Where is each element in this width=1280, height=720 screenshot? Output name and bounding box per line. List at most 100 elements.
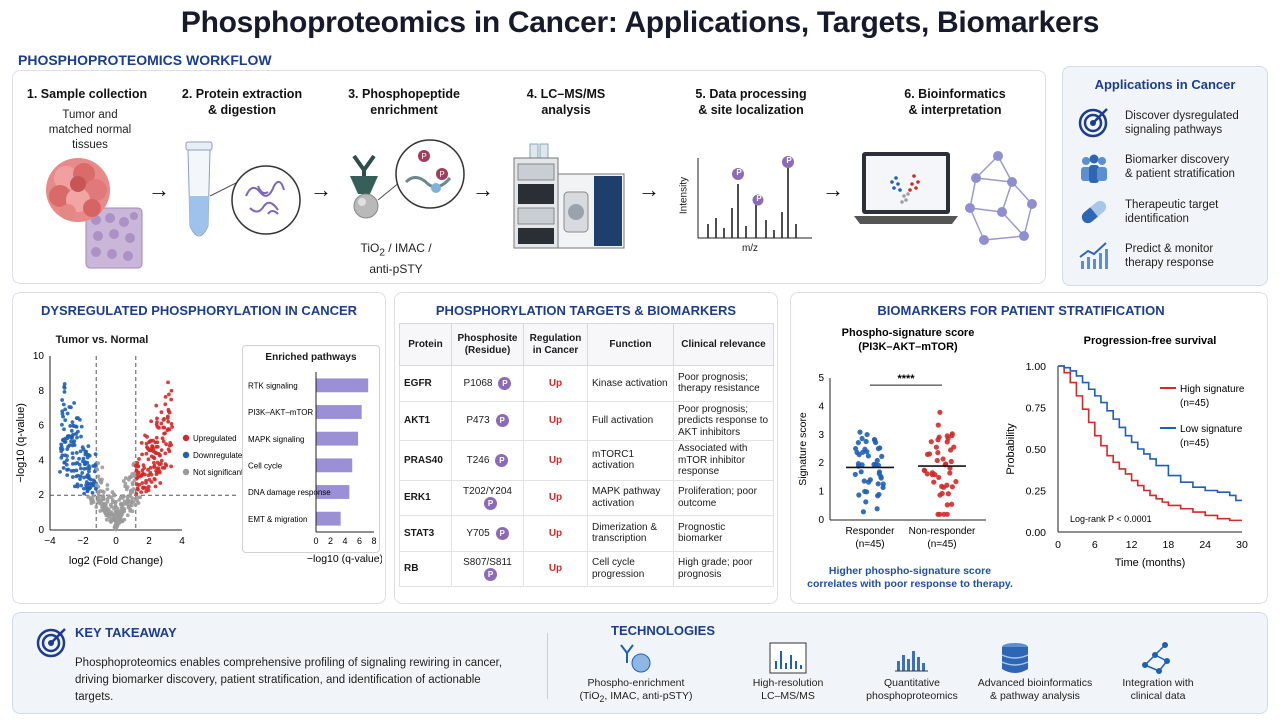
volcano-point [109,495,114,500]
volcano-point [72,443,77,447]
x-tick-label: 0 [113,536,119,547]
logrank-annotation: Log-rank P < 0.0001 [1070,514,1152,524]
volcano-point [115,510,120,514]
score-point [853,445,859,452]
pathway-bar [316,458,353,473]
volcano-point [96,492,101,497]
volcano-point [121,494,126,499]
volcano-point [60,422,64,427]
volcano-point [148,439,152,444]
cell-function: Kinase activation [587,365,674,402]
volcano-point [126,498,131,503]
volcano-point [63,407,68,412]
volcano-point [154,451,159,456]
volcano-point [77,417,82,422]
cell-site: S807/S811P [451,550,524,587]
volcano-point [61,402,66,407]
score-point [943,461,949,467]
y-tick-label: 1.00 [1026,361,1047,373]
volcano-point [69,405,73,410]
volcano-point [74,468,79,473]
signature-score-plot: Phospho-signature score(PI3K–AKT–mTOR)01… [797,327,986,550]
score-point [934,457,940,464]
volcano-point [139,473,143,478]
volcano-point [142,485,147,490]
pathway-label: RTK signaling [248,382,298,391]
volcano-point [131,487,136,491]
volcano-point [119,501,124,506]
volcano-point [61,466,66,470]
volcano-point [89,501,94,506]
cell-function: Dimerization & transcription [587,515,674,552]
volcano-point [104,511,109,516]
y-tick-label: 0 [818,515,824,526]
y-tick-label: 3 [818,430,824,441]
volcano-point [98,489,103,493]
score-point [940,456,946,462]
score-point [852,471,858,478]
header-regulation: Regulation in Cancer [523,323,588,366]
volcano-point [94,505,99,509]
score-point [937,511,943,517]
pathway-bar [316,378,369,393]
x-tick-label: 0 [1055,539,1061,551]
p-badge-icon: P [484,497,497,510]
volcano-point [126,477,131,482]
header-phosphosite: Phosphosite (Residue) [451,323,524,366]
volcano-point [140,481,145,485]
score-point [875,481,881,487]
volcano-point [155,460,160,465]
score-point [863,499,869,505]
volcano-point [81,486,86,491]
arrow-3: → [472,177,494,202]
score-point [874,457,880,463]
pathway-bar [316,405,362,419]
volcano-point [70,475,75,479]
volcano-point [93,486,98,491]
volcano-point [158,481,163,485]
volcano-point [163,394,168,399]
volcano-point [65,473,70,478]
volcano-point [123,476,128,480]
cell-function: mTORC1 activation [587,440,674,481]
volcano-point [159,421,164,426]
cell-function: Full activation [587,400,674,441]
antibody-bead-icon: P P [350,139,465,219]
volcano-point [153,484,158,489]
pathway-bar [316,511,341,526]
score-point [855,461,862,467]
x-tick-label: 30 [1236,539,1248,551]
volcano-point [169,388,174,393]
score-point [941,484,947,490]
score-point [944,502,950,508]
volcano-point [167,449,172,454]
volcano-point [74,416,79,421]
volcano-point [105,499,110,504]
y-tick-label: 0.75 [1026,403,1047,415]
score-point [944,511,950,517]
volcano-point [134,491,139,496]
y-tick-label: 4 [38,455,44,466]
volcano-point [124,502,129,506]
legend-n-label: (n=45) [1180,438,1209,449]
category-n-label: (n=45) [927,539,956,550]
pathway-label: Cell cycle [248,462,283,471]
volcano-point [79,434,83,439]
x-tick-label: −2 [77,536,89,547]
plot-subtitle: (PI3K–AKT–mTOR) [858,341,958,353]
cell-protein: ERK1 [399,479,452,516]
cell-clinical: Poor prognosis; predicts response to AKT… [673,400,774,441]
volcano-point [65,411,70,416]
volcano-point [155,416,159,421]
legend-label: High signature [1180,384,1245,395]
volcano-point [66,444,71,449]
volcano-point [74,450,79,455]
